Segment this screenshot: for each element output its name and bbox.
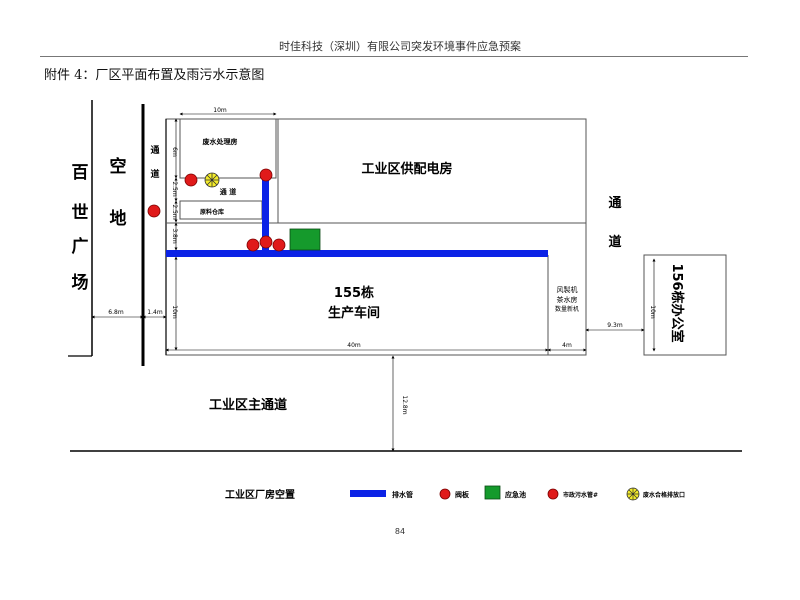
power-room-label: 工业区供配电房	[361, 161, 452, 177]
municipal-sewer-icon	[147, 204, 161, 218]
legend-emergency-pool-swatch	[484, 485, 501, 500]
dimension-label: 3.8m	[171, 228, 178, 244]
dimension-label: 1.4m	[147, 309, 163, 316]
square-label-char: 场	[72, 273, 89, 293]
building-156	[643, 254, 727, 356]
building-155-name: 155栋	[334, 285, 374, 301]
dimension-label: 12.8m	[401, 395, 408, 414]
left-passage-label-char: 道	[150, 168, 159, 180]
fan-room-note: 数量新机	[555, 305, 579, 313]
header-divider	[40, 56, 748, 57]
legend-municipal-sewer-icon	[547, 488, 559, 500]
legend-municipal-sewer-label: 市政污水管#	[563, 491, 598, 499]
document-header: 时佳科技（深圳）有限公司突发环境事件应急预案	[279, 40, 521, 53]
valve-icon	[246, 238, 260, 252]
dimension-label: 9.3m	[607, 322, 623, 329]
emergency-pool	[289, 228, 321, 251]
building-155-use: 生产车间	[328, 305, 380, 321]
drain-pipe-main	[166, 250, 548, 257]
wastewater-room-label: 废水处理房	[203, 137, 238, 146]
right-passage-label-char: 道	[608, 234, 621, 250]
left-passage-label-char: 通	[150, 144, 159, 156]
legend: 工业区厂房空置 排水管 阀板 应急池 市政污水管# 废水合格排放口	[225, 485, 685, 501]
legend-drain-pipe-label: 排水管	[392, 490, 413, 499]
valve-icon	[272, 238, 286, 252]
valve-icon	[184, 173, 198, 187]
fan-room-label: 风製机	[557, 285, 578, 294]
legend-title: 工业区厂房空置	[225, 488, 295, 501]
open-land-label-char: 地	[110, 208, 127, 229]
building-156-label: 156栋办公室	[669, 263, 685, 342]
page-number: 84	[394, 527, 406, 536]
raw-material-warehouse-label: 原料仓库	[200, 208, 224, 216]
main-road-label: 工业区主通道	[209, 397, 287, 413]
legend-outlet-label: 废水合格排放口	[643, 491, 685, 499]
legend-outlet-icon	[626, 487, 640, 501]
square-label-char: 百	[72, 163, 89, 183]
open-land-label-char: 空	[110, 156, 127, 177]
dimension-label: 6.8m	[108, 309, 124, 316]
valve-icon	[259, 168, 273, 182]
dimension-label: 4m	[562, 342, 572, 349]
section-title: 附件 4：厂区平面布置及雨污水示意图	[44, 68, 265, 83]
dimension-label: 2.5m	[171, 181, 178, 197]
legend-valve-icon	[439, 488, 451, 500]
wastewater-outlet-icon	[204, 172, 220, 188]
square-label-char: 广	[72, 236, 89, 257]
valve-icon	[259, 235, 273, 249]
legend-emergency-pool-label: 应急池	[505, 490, 526, 499]
tea-room-label: 茶水房	[557, 295, 578, 304]
legend-valve-label: 阀板	[455, 490, 470, 499]
dimension-label: 10m	[171, 305, 178, 319]
inner-passage-label: 通 道	[220, 187, 236, 196]
right-passage-label-char: 通	[608, 195, 621, 211]
dimension-label: 10m	[649, 305, 656, 319]
dimension-label: 2.5m	[171, 204, 178, 220]
square-label-char: 世	[72, 203, 89, 223]
dimension-label: 10m	[213, 107, 227, 114]
dimension-label: 6m	[171, 147, 178, 157]
legend-drain-pipe-swatch	[350, 490, 386, 497]
wastewater-room	[179, 118, 277, 179]
dimension-label: 40m	[347, 342, 361, 349]
drain-pipe-vertical	[262, 175, 269, 251]
